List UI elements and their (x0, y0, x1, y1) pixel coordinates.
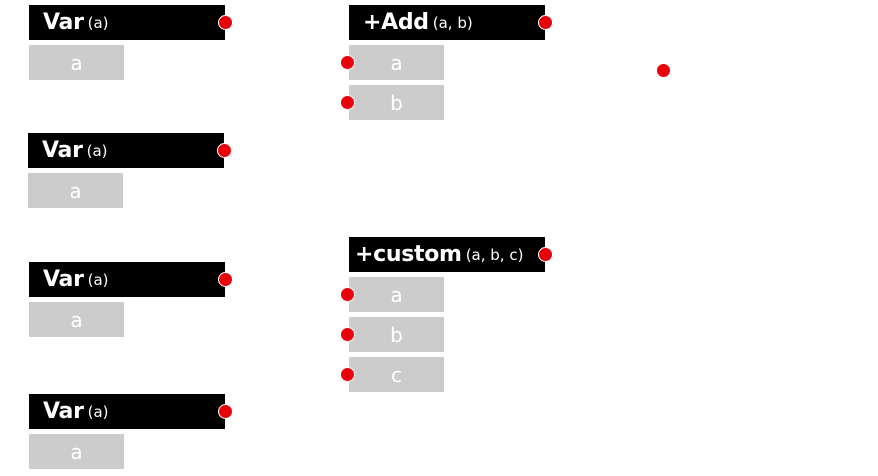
var-node-3[interactable]: Var (a) a (29, 262, 233, 337)
input-connector[interactable] (340, 286, 355, 302)
node-title: +custom (355, 242, 462, 267)
var-node-2[interactable]: Var (a) a (28, 133, 232, 208)
var-node-1-port-a: a (29, 45, 124, 80)
input-connector[interactable] (340, 54, 355, 70)
custom-node-port-b: b (340, 317, 444, 352)
node-signature: (a) (87, 13, 109, 32)
node-title: Var (42, 138, 83, 163)
node-signature: (a) (86, 141, 108, 160)
port-label: a (70, 50, 83, 75)
custom-node-port-c: c (340, 357, 444, 392)
output-connector[interactable] (218, 14, 233, 30)
add-node-port-a: a (340, 45, 444, 80)
port-label: a (70, 439, 83, 464)
var-node-4[interactable]: Var (a) a (29, 394, 233, 469)
var-node-1[interactable]: Var (a) a (29, 5, 233, 80)
add-node[interactable]: +Add (a, b) a b (340, 5, 553, 120)
node-signature: (a, b, c) (465, 245, 524, 264)
custom-node[interactable]: +custom (a, b, c) a b c (340, 237, 553, 392)
var-node-4-port-a: a (29, 434, 124, 469)
port-label: a (390, 282, 403, 307)
output-connector[interactable] (538, 14, 553, 30)
port-label: a (390, 50, 403, 75)
node-signature: (a) (87, 402, 109, 421)
custom-node-port-a: a (340, 277, 444, 312)
port-label: a (69, 178, 82, 203)
output-connector[interactable] (217, 142, 232, 158)
output-connector[interactable] (538, 246, 553, 262)
add-node-header[interactable]: +Add (a, b) (349, 5, 553, 40)
var-node-2-port-a: a (28, 173, 123, 208)
var-node-4-header[interactable]: Var (a) (29, 394, 233, 429)
input-connector[interactable] (340, 94, 355, 110)
output-connector[interactable] (218, 403, 233, 419)
input-connector[interactable] (340, 366, 355, 382)
node-signature: (a, b) (432, 13, 473, 32)
node-title: Var (43, 10, 84, 35)
var-node-2-header[interactable]: Var (a) (28, 133, 232, 168)
port-label: c (391, 362, 402, 387)
var-node-1-header[interactable]: Var (a) (29, 5, 233, 40)
input-connector[interactable] (340, 326, 355, 342)
add-node-port-b: b (340, 85, 444, 120)
output-connector[interactable] (218, 271, 233, 287)
node-title: +Add (363, 10, 429, 35)
custom-node-header[interactable]: +custom (a, b, c) (349, 237, 553, 272)
var-node-3-header[interactable]: Var (a) (29, 262, 233, 297)
port-label: b (390, 322, 403, 347)
node-title: Var (43, 267, 84, 292)
port-label: b (390, 90, 403, 115)
node-signature: (a) (87, 270, 109, 289)
var-node-3-port-a: a (29, 302, 124, 337)
free-connector[interactable] (656, 63, 671, 78)
port-label: a (70, 307, 83, 332)
node-title: Var (43, 399, 84, 424)
